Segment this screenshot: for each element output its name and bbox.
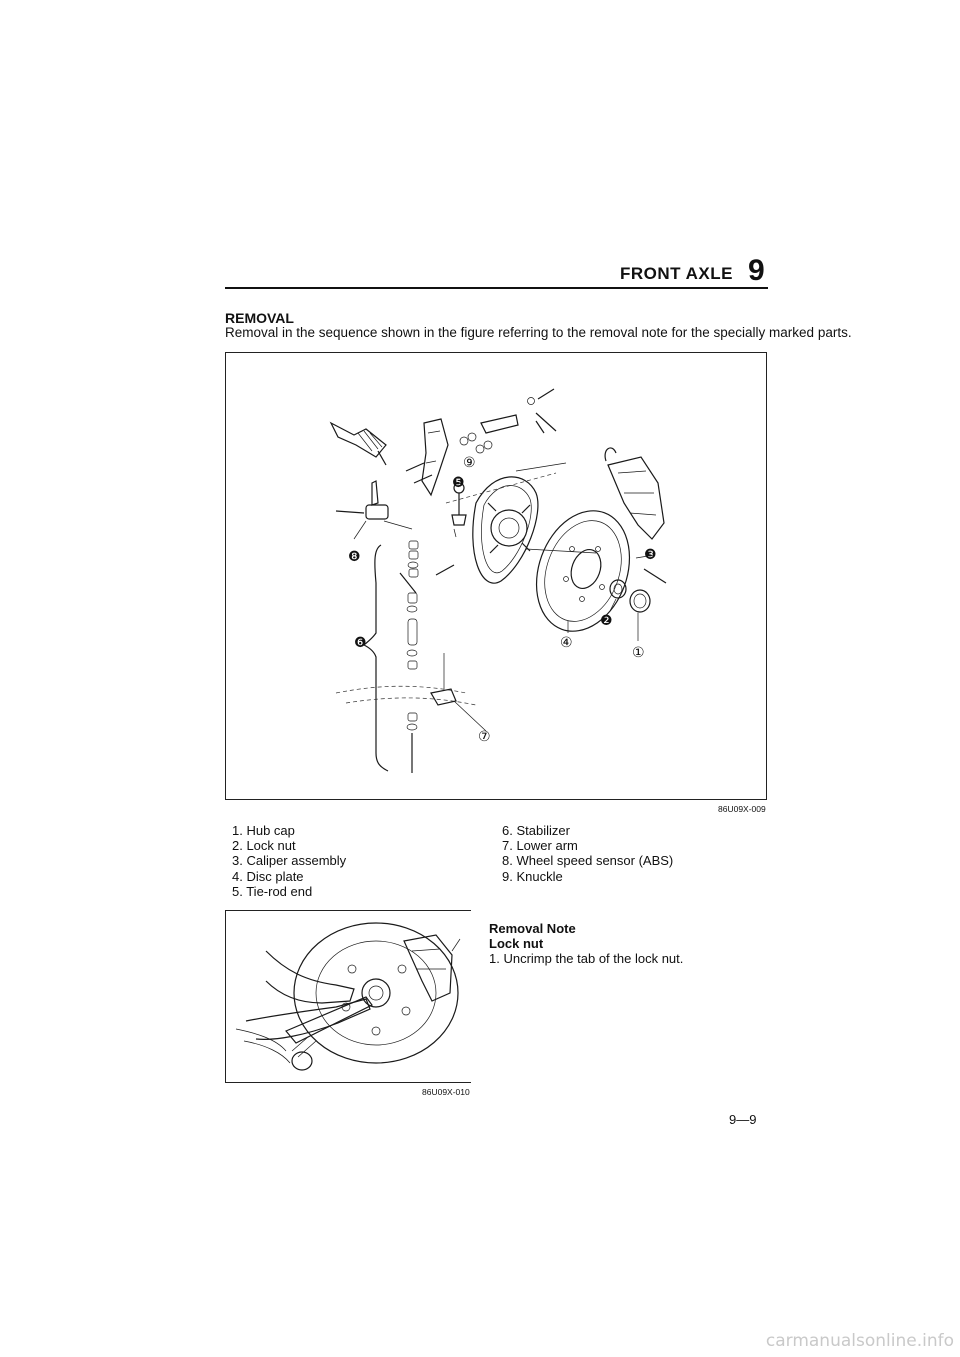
chapter-number: 9 bbox=[748, 254, 765, 287]
parts-list-left: 1. Hub cap 2. Lock nut 3. Caliper assemb… bbox=[232, 823, 346, 899]
lock-nut-removal-drawing bbox=[235, 922, 461, 1071]
callout-lower-arm: ⑦ bbox=[478, 729, 491, 745]
callout-disc-plate: ④ bbox=[560, 635, 573, 651]
lower-bolt bbox=[435, 564, 455, 576]
chapter-title: FRONT AXLE bbox=[620, 264, 733, 283]
parts-list-right: 6. Stabilizer 7. Lower arm 8. Wheel spee… bbox=[502, 823, 673, 884]
knuckle-bolts bbox=[405, 388, 557, 484]
watermark: carmanualsonline.info bbox=[765, 1331, 954, 1351]
exploded-view-drawing: ① ❷ ❸ ④ ❺ ❻ ⑦ ❽ ⑨ bbox=[329, 388, 667, 773]
callout-knuckle: ⑨ bbox=[463, 455, 476, 471]
lower-arm bbox=[335, 653, 487, 732]
part-item: 1. Hub cap bbox=[232, 823, 295, 838]
part-item: 4. Disc plate bbox=[232, 868, 304, 884]
hub-and-dust-shield bbox=[445, 462, 597, 584]
part-item: 7. Lower arm bbox=[502, 838, 578, 854]
removal-note-subtitle: Lock nut bbox=[489, 936, 544, 951]
caliper-assembly bbox=[604, 447, 667, 584]
tie-rod-end bbox=[451, 482, 467, 538]
header-rule bbox=[225, 287, 768, 289]
callout-hub-cap: ① bbox=[632, 645, 645, 661]
caliper-illustration bbox=[403, 934, 461, 1002]
lock-nut-removal-figure bbox=[225, 910, 471, 1083]
removal-note-step: 1. Uncrimp the tab of the lock nut. bbox=[489, 951, 684, 966]
lock-nut bbox=[609, 579, 627, 612]
knuckle bbox=[421, 418, 449, 497]
disc-plate bbox=[535, 510, 631, 633]
part-item: 8. Wheel speed sensor (ABS) bbox=[502, 853, 674, 869]
hands-and-tools bbox=[235, 950, 373, 1071]
hub-cap bbox=[629, 589, 651, 641]
callout-stabilizer: ❻ bbox=[354, 635, 367, 651]
part-item: 6. Stabilizer bbox=[502, 823, 570, 838]
part-item: 3. Caliper assembly bbox=[232, 853, 347, 869]
part-item: 9. Knuckle bbox=[502, 868, 563, 884]
page-number: 9—9 bbox=[729, 1112, 757, 1127]
section-intro: Removal in the sequence shown in the fig… bbox=[225, 325, 852, 340]
wheel-speed-sensor bbox=[335, 480, 413, 540]
section-title: REMOVAL bbox=[225, 310, 294, 326]
removal-note: Removal Note Lock nut 1. Uncrimp the tab… bbox=[489, 921, 683, 966]
figure2-code: 86U09X-010 bbox=[422, 1087, 470, 1097]
part-item: 5. Tie-rod end bbox=[232, 883, 313, 899]
exploded-view-figure: ① ❷ ❸ ④ ❺ ❻ ⑦ ❽ ⑨ bbox=[225, 352, 767, 800]
removal-note-title: Removal Note bbox=[489, 921, 576, 936]
part-item: 2. Lock nut bbox=[232, 838, 296, 854]
callout-lock-nut: ❷ bbox=[600, 613, 613, 629]
callout-caliper: ❸ bbox=[644, 547, 657, 563]
callout-wheel-speed-sensor: ❽ bbox=[348, 549, 361, 565]
stabilizer-parts bbox=[362, 540, 419, 773]
callout-tie-rod-end: ❺ bbox=[452, 475, 465, 491]
drive-shaft bbox=[329, 421, 387, 466]
figure1-code: 86U09X-009 bbox=[718, 804, 766, 814]
brake-disc-illustration bbox=[293, 922, 459, 1064]
